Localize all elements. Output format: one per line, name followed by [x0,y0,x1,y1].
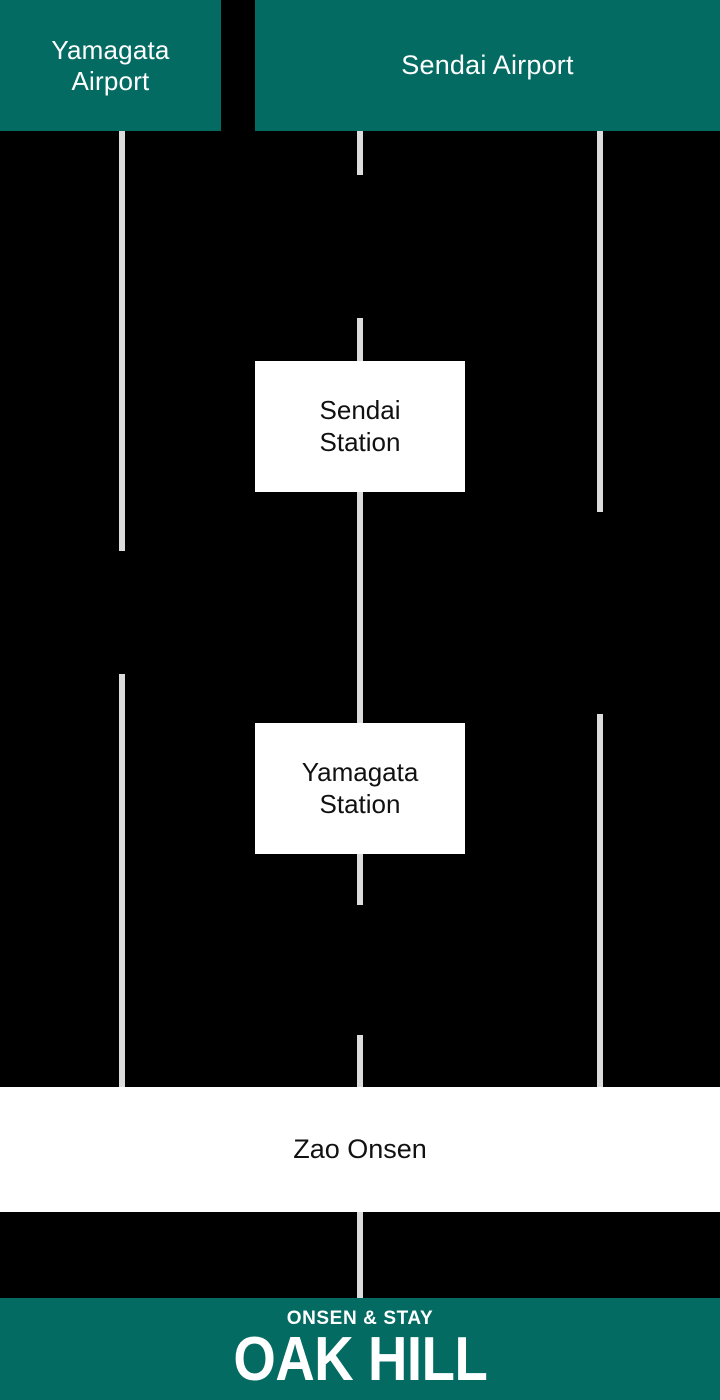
station-label-sendai-station: Sendai Station [320,395,401,458]
brand-tagline: ONSEN & STAY [286,1308,434,1330]
station-label-line1: Yamagata [301,756,419,787]
route-line-center-upper [357,318,363,361]
footer-brand-bar: ONSEN & STAY OAK HILL [0,1298,720,1400]
terminal-label-line2: Airport [71,65,150,96]
station-box-yamagata-station[interactable]: Yamagata Station [255,723,465,854]
destination-label-zao-onsen: Zao Onsen [293,1134,427,1164]
station-box-sendai-station[interactable]: Sendai Station [255,361,465,492]
destination-band-zao-onsen[interactable]: Zao Onsen [0,1087,720,1212]
station-label-line1: Sendai [319,394,401,425]
station-label-line2: Station [319,426,401,457]
brand-name-oak-hill: OAK HILL [232,1325,488,1395]
route-line-center-foot [357,1212,363,1298]
route-line-left-lower [119,674,125,1087]
route-line-center-lower [357,854,363,905]
route-line-center-tail [357,1035,363,1087]
terminal-label-yamagata-airport: Yamagata Airport [51,35,169,96]
route-line-center-top [357,131,363,175]
route-line-center-mid [357,492,363,723]
route-line-left-upper [119,131,125,551]
station-label-yamagata-station: Yamagata Station [302,757,419,820]
station-label-line2: Station [319,788,401,819]
route-line-right-lower [597,714,603,1087]
terminal-label-sendai-airport: Sendai Airport [401,49,574,80]
terminal-block-yamagata-airport[interactable]: Yamagata Airport [0,0,221,131]
route-line-right-upper [597,131,603,512]
terminal-label-line1: Yamagata [51,34,170,65]
terminal-block-sendai-airport[interactable]: Sendai Airport [255,0,720,131]
